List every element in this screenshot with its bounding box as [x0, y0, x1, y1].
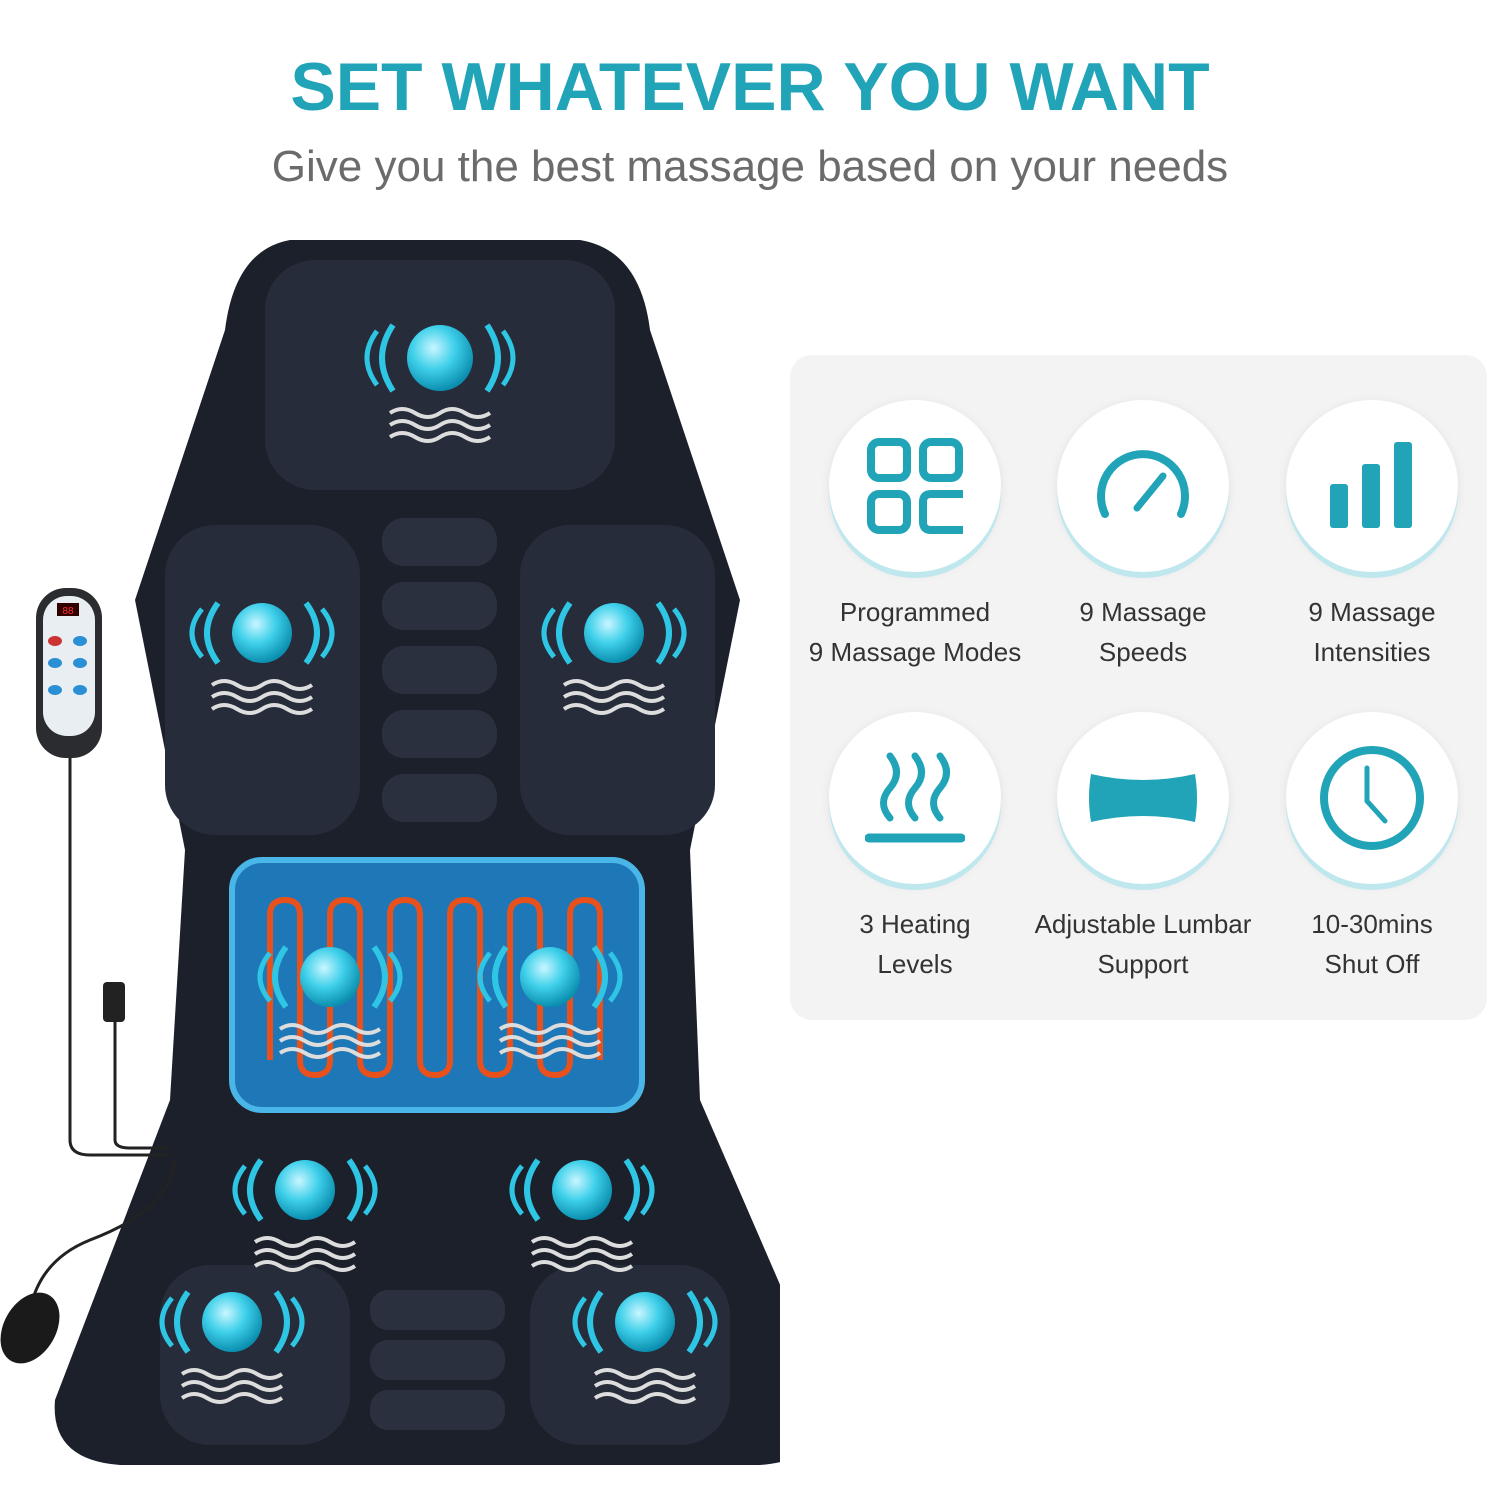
feature-label: Support [1097, 949, 1189, 979]
massage-node [572, 1290, 718, 1404]
feature-label: Adjustable Lumbar [1034, 909, 1252, 939]
page-title: SET WHATEVER YOU WANT [290, 49, 1210, 125]
feature-label: Speeds [1098, 637, 1188, 667]
massage-node [541, 601, 687, 715]
massage-node [509, 1158, 655, 1272]
heating-coil [267, 896, 603, 1079]
lumbar-pillow-icon [1089, 774, 1197, 822]
bar-levels-icon [1330, 442, 1412, 528]
feature-massage-modes: Programmed 9 Massage Modes [795, 400, 1035, 672]
feature-label: 3 Heating [859, 909, 971, 939]
seat-left [160, 1265, 350, 1445]
speedometer-icon [1097, 450, 1189, 518]
massage-node [189, 601, 335, 715]
clock-icon [1320, 746, 1424, 850]
massage-node [364, 323, 516, 443]
feature-label: 9 Massage Modes [808, 637, 1022, 667]
feature-label: Levels [877, 949, 953, 979]
feature-label: Shut Off [1324, 949, 1420, 979]
right-shoulder [520, 525, 715, 835]
seat-right [530, 1265, 730, 1445]
massage-node [232, 1158, 378, 1272]
heat-waves-icon [865, 752, 965, 843]
power-cable [28, 740, 177, 1311]
feature-label: 9 Massage [1308, 597, 1436, 627]
massage-node [477, 945, 623, 1059]
feature-label: Intensities [1313, 637, 1431, 667]
massage-node [257, 945, 403, 1059]
massage-cushion-image: 88 [0, 240, 780, 1465]
grid-modes-icon [867, 438, 963, 534]
left-shoulder [165, 525, 360, 835]
remote-control: 88 [36, 588, 102, 758]
air-pump-bulb [0, 1292, 60, 1364]
feature-label: Programmed [839, 597, 991, 627]
massage-node [159, 1290, 305, 1404]
cable-connector [103, 982, 125, 1022]
page-subtitle: Give you the best massage based on your … [271, 142, 1229, 191]
feature-label: 10-30mins [1311, 909, 1433, 939]
feature-label: 9 Massage [1079, 597, 1207, 627]
remote-display: 88 [62, 606, 74, 617]
